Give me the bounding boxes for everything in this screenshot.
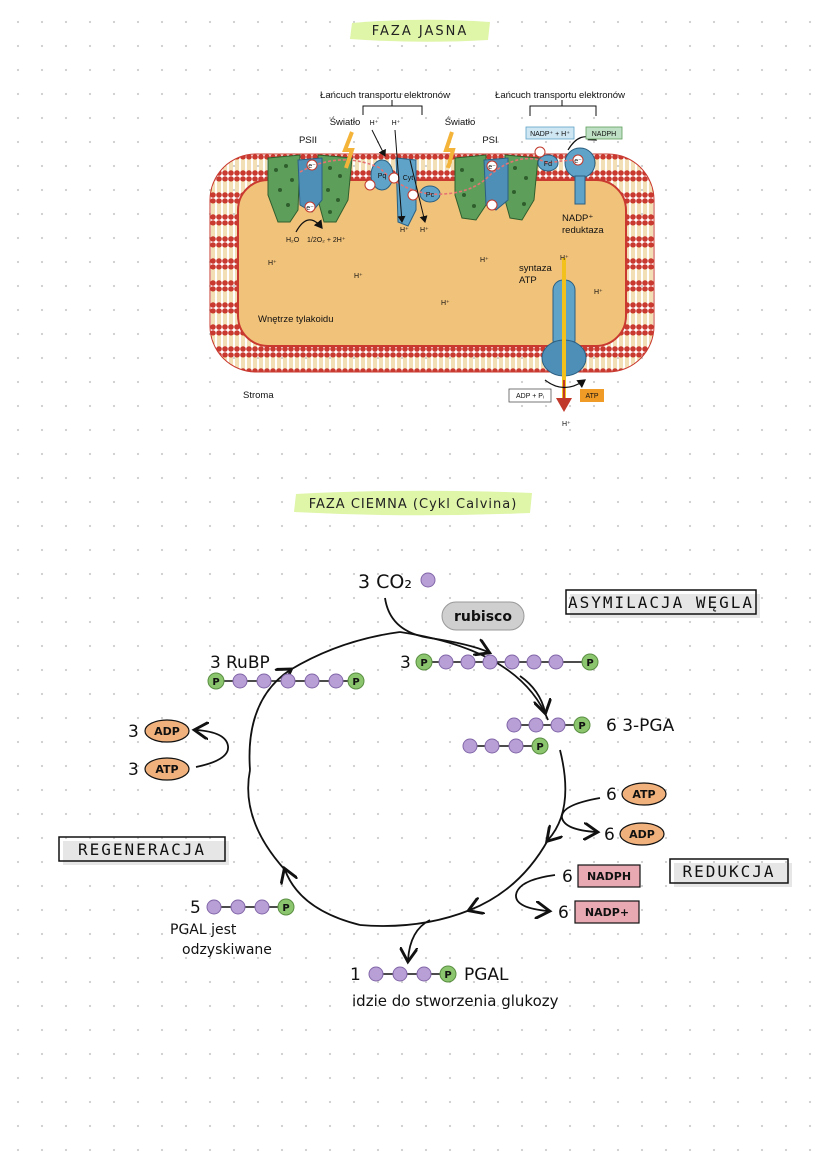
svg-text:6: 6: [558, 903, 569, 923]
pgal-recovered: 5 P PGAL jest odzyskiwane: [170, 898, 295, 958]
stage-regeneration: REGENERACJA: [58, 836, 229, 865]
electron-label: e⁻: [306, 205, 314, 212]
proton-label: H⁺: [392, 120, 401, 127]
six-carbon-intermediate: 3 P P: [400, 653, 599, 673]
electron-label: e⁻: [574, 158, 582, 165]
phosphate-label: P: [536, 742, 543, 753]
etc-label-right: Łańcuch transportu elektronów: [495, 90, 625, 101]
cyt-label: Cyt: [403, 175, 414, 182]
nadp-output: 6 NADP+: [558, 900, 640, 924]
psi-label: PSI: [482, 135, 497, 146]
svg-text:ADP: ADP: [629, 828, 655, 841]
svg-text:ATP: ATP: [155, 763, 178, 776]
svg-text:PGAL: PGAL: [464, 965, 509, 985]
adp-pi-label: ADP + Pᵢ: [516, 393, 544, 400]
svg-text:NADPH: NADPH: [587, 870, 631, 883]
pq-label: Pq: [378, 173, 387, 180]
phosphate-label: P: [352, 677, 359, 688]
stage-reduction: REDUKCJA: [669, 858, 792, 887]
svg-text:ASYMILACJA WĘGLA: ASYMILACJA WĘGLA: [568, 593, 754, 612]
proton-label: H⁺: [268, 260, 277, 267]
svg-text:6: 6: [606, 785, 617, 805]
proton-label: H⁺: [562, 421, 571, 428]
svg-text:PGAL jest: PGAL jest: [170, 922, 237, 938]
light-phase-title: FAZA JASNA: [372, 24, 468, 39]
rubisco-badge: rubisco: [441, 601, 525, 631]
svg-text:REDUKCJA: REDUKCJA: [682, 862, 775, 881]
co2-label: 3 CO₂: [358, 571, 412, 593]
carbon-dot: [420, 572, 436, 588]
regen-adp: 3 ADP: [128, 719, 190, 743]
svg-text:6: 6: [562, 867, 573, 887]
pgal-output: 1 P PGAL idzie do stworzenia glukozy: [350, 965, 559, 1010]
svg-text:odzyskiwane: odzyskiwane: [182, 942, 272, 958]
svg-text:REGENERACJA: REGENERACJA: [78, 840, 206, 859]
water-label: H₂O: [286, 237, 300, 244]
pc-label: Pc: [426, 192, 435, 199]
svg-text:NADP+: NADP+: [585, 906, 629, 919]
svg-text:3: 3: [128, 722, 139, 742]
dark-phase-heading: FAZA CIEMNA (Cykl Calvina): [294, 490, 532, 516]
nadp-reductase-label-1: NADP⁺: [562, 213, 593, 224]
proton-label: H⁺: [560, 255, 569, 262]
svg-text:rubisco: rubisco: [454, 609, 512, 625]
stage-assimilation: ASYMILACJA WĘGLA: [565, 589, 760, 618]
rubp-count: 3: [210, 653, 221, 673]
water-products-label: 1/2O₂ + 2H⁺: [307, 237, 346, 244]
stroma-label: Stroma: [243, 390, 274, 401]
electron-label: e⁻: [488, 164, 496, 171]
adp-output: 6 ADP: [604, 822, 665, 846]
proton-label: H⁺: [441, 300, 450, 307]
electron-label: e⁻: [308, 163, 316, 170]
light-bolt-right: [443, 131, 456, 169]
proton-label: H⁺: [370, 120, 379, 127]
svg-text:ADP: ADP: [154, 725, 180, 738]
atp-input: 6 ATP: [606, 782, 667, 806]
phosphate-label: P: [212, 677, 219, 688]
atp-synthase-label-2: ATP: [519, 275, 537, 286]
svg-text:idzie do stworzenia glukozy: idzie do stworzenia glukozy: [352, 992, 559, 1010]
pga-label: 6 3-PGA: [606, 716, 675, 736]
etc-label-left: Łańcuch transportu elektronów: [320, 90, 450, 101]
phosphate-label: P: [586, 658, 593, 669]
svg-text:1: 1: [350, 965, 361, 985]
intermediate-count: 3: [400, 653, 411, 673]
proton-label: H⁺: [400, 227, 409, 234]
proton-label: H⁺: [420, 227, 429, 234]
nadph-input: 6 NADPH: [562, 864, 641, 888]
phosphate-label: P: [578, 721, 585, 732]
nadph-label: NADPH: [592, 131, 617, 138]
light-label-right: Światło: [445, 116, 476, 128]
svg-text:ATP: ATP: [632, 788, 655, 801]
rubp-label: RuBP: [226, 653, 270, 673]
atp-label: ATP: [585, 393, 598, 400]
regen-atp: 3 ATP: [128, 757, 190, 781]
dark-phase-title: FAZA CIEMNA (Cykl Calvina): [309, 497, 518, 512]
phosphate-label: P: [444, 970, 451, 981]
proton-label: H⁺: [594, 289, 603, 296]
rubp-molecule: 3 RuBP P P: [207, 653, 365, 690]
psii-complex: [267, 154, 353, 223]
nadp-in-label: NADP⁺ + H⁺: [530, 131, 570, 138]
fd-protein: [537, 154, 559, 172]
atp-synthase: [541, 258, 587, 412]
proton-label: H⁺: [480, 257, 489, 264]
svg-text:5: 5: [190, 898, 201, 918]
light-label-left: Światło: [330, 116, 361, 128]
phosphate-label: P: [420, 658, 427, 669]
fd-label: Fd: [544, 161, 552, 168]
svg-text:3: 3: [128, 760, 139, 780]
thylakoid-diagram: Łańcuch transportu elektronów Łańcuch tr…: [209, 90, 655, 428]
lumen-label: Wnętrze tylakoidu: [258, 314, 334, 325]
nadp-reductase-label-2: reduktaza: [562, 225, 604, 236]
light-bolt-left: [342, 131, 355, 169]
atp-synthase-label-1: syntaza: [519, 263, 552, 274]
proton-label: H⁺: [354, 273, 363, 280]
light-phase-heading: FAZA JASNA: [350, 19, 490, 42]
psii-label: PSII: [299, 135, 317, 146]
phosphate-label: P: [282, 903, 289, 914]
pga-molecules: P P 6 3-PGA: [462, 716, 675, 755]
svg-text:6: 6: [604, 825, 615, 845]
